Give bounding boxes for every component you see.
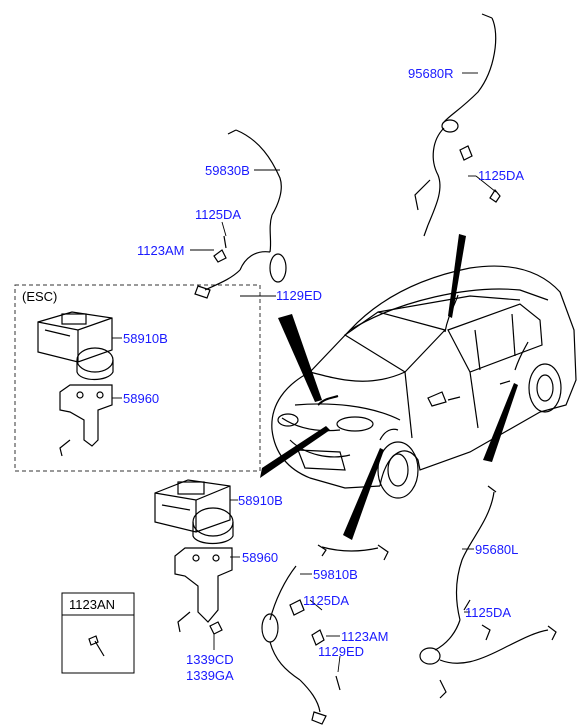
callout-1129ed-fl: 1129ED [318,644,364,659]
callout-1129ed-fr: 1129ED [276,288,322,303]
callout-1125da-fl: 1125DA [303,593,349,608]
callout-58960: 58960 [242,550,278,565]
callout-95680r: 95680R [408,66,454,81]
esc-label: (ESC) [22,289,57,304]
vehicle-illustration [271,265,577,499]
bolt-icon [88,635,105,657]
callout-58910b: 58910B [238,493,283,508]
callout-59810b: 59810B [313,567,358,582]
bracket-esc-part[interactable] [59,384,113,457]
sensor-fl-part[interactable] [261,544,389,725]
callout-1125da-rr: 1125DA [478,168,524,183]
callout-1339cd: 1339CD [186,652,234,667]
sensor-rl-part[interactable] [419,485,557,699]
callout-1125da-fr: 1125DA [195,207,241,222]
sensor-fr-part[interactable] [194,129,287,299]
leader-lines [112,72,497,673]
pointer-wedges [260,234,518,540]
callout-58960-esc: 58960 [123,391,159,406]
nut-1339cd-part[interactable] [209,621,223,635]
bracket-part[interactable] [174,547,233,633]
legend-title: 1123AN [69,597,115,612]
legend-box-1123an: 1123AN [61,592,135,674]
callout-95680l: 95680L [475,542,518,557]
esc-group-box [14,284,261,472]
sensor-rr-part[interactable] [414,13,501,237]
callout-1125da-rl: 1125DA [465,605,511,620]
callout-1123am-fr: 1123AM [137,243,184,258]
callout-1123am-fl: 1123AM [341,629,388,644]
callout-59830b: 59830B [205,163,250,178]
callout-1339ga: 1339GA [186,668,234,683]
hecu-part[interactable] [154,479,234,545]
hecu-esc-part[interactable] [37,311,114,381]
callout-58910b-esc: 58910B [123,331,168,346]
